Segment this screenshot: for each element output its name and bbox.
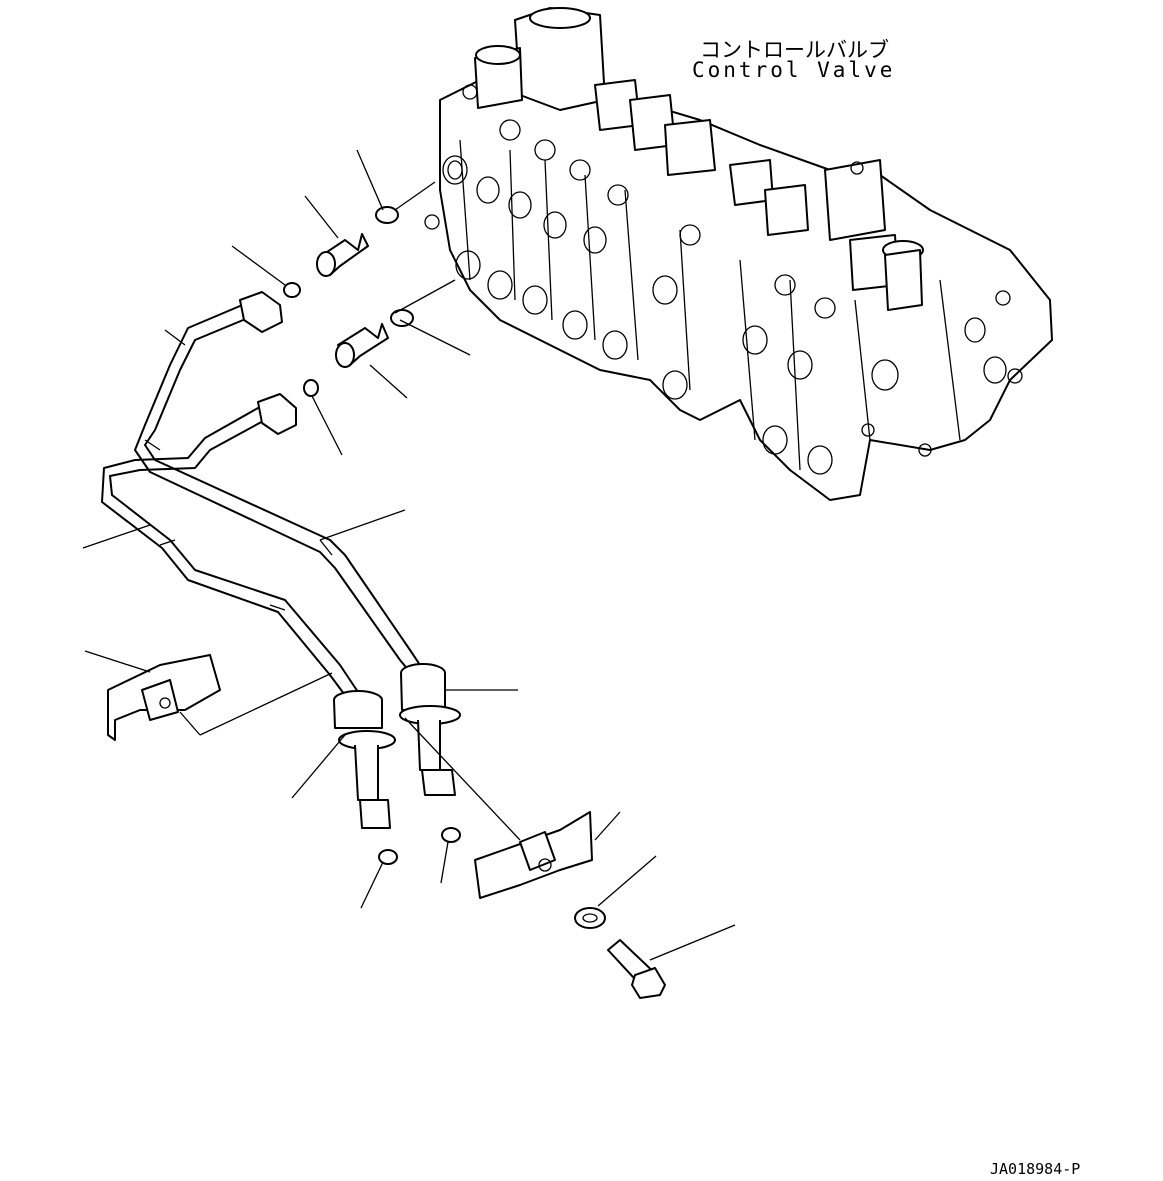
elbow-fitting [316,233,389,368]
washer-icon [574,907,606,929]
leader-lines [82,149,736,961]
control-valve-assembly [424,7,1053,501]
o-ring-icon [378,827,461,865]
o-ring-icon [283,206,414,397]
tube [101,291,421,703]
drawing-code: JA018984-P [990,1160,1081,1178]
control-valve-label-jp: コントロールバルブ [700,38,889,62]
elbow-fitting [333,663,461,829]
control-valve-label-en: Control Valve [692,58,896,82]
bolt-icon [607,939,666,999]
clamp-icon [107,654,593,899]
